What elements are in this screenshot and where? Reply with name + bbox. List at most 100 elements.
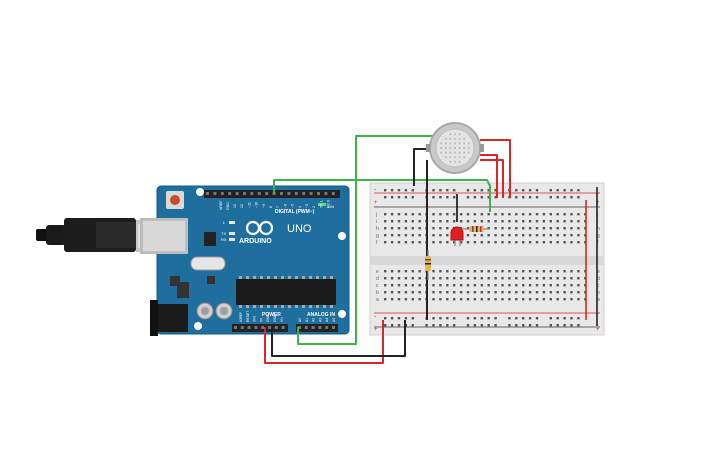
breadboard-hole[interactable] [453,284,456,287]
breadboard-hole[interactable] [549,291,552,294]
breadboard-hole[interactable] [563,291,566,294]
green-wire[interactable] [273,179,491,212]
breadboard-hole[interactable] [418,270,421,273]
breadboard-hole[interactable] [390,291,394,294]
breadboard-hole[interactable] [508,277,511,280]
breadboard-hole[interactable] [473,270,477,273]
breadboard-hole[interactable] [466,189,470,192]
arduino-uno-board[interactable]: ARDUINO UNO DIGITAL (PWM~) POWER ANALOG … [140,185,350,336]
breadboard-hole[interactable] [528,324,532,327]
breadboard-hole[interactable] [487,277,490,280]
header-pin-hole[interactable] [265,192,269,195]
breadboard-hole[interactable] [390,213,394,216]
breadboard-hole[interactable] [563,241,566,244]
breadboard-hole[interactable] [515,234,518,237]
breadboard-hole[interactable] [542,277,546,280]
breadboard-hole[interactable] [418,298,421,301]
breadboard-hole[interactable] [480,189,483,192]
red-wire[interactable] [480,159,504,198]
breadboard-hole[interactable] [384,270,387,273]
header-pin-hole[interactable] [250,192,254,195]
breadboard-hole[interactable] [432,234,435,237]
breadboard-hole[interactable] [480,234,483,237]
breadboard-hole[interactable] [432,227,435,230]
header-pin-hole[interactable] [247,326,251,329]
breadboard-hole[interactable] [577,270,580,273]
breadboard-hole[interactable] [563,196,566,199]
header-pin-hole[interactable] [294,192,298,195]
breadboard-hole[interactable] [432,324,435,327]
breadboard-hole[interactable] [522,227,525,230]
breadboard-hole[interactable] [439,277,442,280]
breadboard-hole[interactable] [487,227,490,230]
breadboard-hole[interactable] [549,270,552,273]
breadboard-hole[interactable] [411,324,414,327]
breadboard-hole[interactable] [473,189,477,192]
breadboard-hole[interactable] [432,270,435,273]
breadboard-hole[interactable] [570,220,573,223]
breadboard-hole[interactable] [535,298,539,301]
breadboard-hole[interactable] [522,196,525,199]
breadboard-hole[interactable] [542,234,546,237]
breadboard-hole[interactable] [473,196,477,199]
breadboard-hole[interactable] [411,220,414,223]
breadboard-hole[interactable] [425,324,428,327]
breadboard-hole[interactable] [418,234,421,237]
header-pin-hole[interactable] [331,192,335,195]
breadboard-hole[interactable] [528,270,532,273]
breadboard-hole[interactable] [515,220,518,223]
breadboard-hole[interactable] [508,241,511,244]
breadboard-hole[interactable] [473,220,477,223]
breadboard-hole[interactable] [522,324,525,327]
breadboard-hole[interactable] [446,284,449,287]
breadboard-hole[interactable] [535,317,539,320]
breadboard-hole[interactable] [439,324,442,327]
breadboard-hole[interactable] [432,317,435,320]
breadboard-hole[interactable] [577,317,580,320]
breadboard-hole[interactable] [556,189,559,192]
breadboard-hole[interactable] [577,291,580,294]
breadboard-hole[interactable] [439,234,442,237]
breadboard-hole[interactable] [570,324,573,327]
breadboard[interactable]: jjiihhggffeeddccbbaa + - + + - + [369,182,605,336]
breadboard-hole[interactable] [390,284,394,287]
breadboard-hole[interactable] [556,324,559,327]
breadboard-hole[interactable] [446,277,449,280]
breadboard-hole[interactable] [522,213,525,216]
breadboard-hole[interactable] [390,241,394,244]
breadboard-hole[interactable] [508,234,511,237]
breadboard-hole[interactable] [515,270,518,273]
header-pin-hole[interactable] [287,192,291,195]
breadboard-hole[interactable] [411,270,414,273]
breadboard-hole[interactable] [397,227,401,230]
breadboard-hole[interactable] [397,189,401,192]
breadboard-hole[interactable] [446,241,449,244]
breadboard-hole[interactable] [577,196,580,199]
breadboard-hole[interactable] [508,291,511,294]
breadboard-hole[interactable] [390,324,394,327]
breadboard-hole[interactable] [535,220,539,223]
header-pin-hole[interactable] [243,192,246,195]
breadboard-hole[interactable] [549,284,552,287]
breadboard-hole[interactable] [535,189,539,192]
breadboard-hole[interactable] [466,291,470,294]
breadboard-hole[interactable] [384,277,387,280]
breadboard-hole[interactable] [515,291,518,294]
breadboard-hole[interactable] [453,220,456,223]
header-pin-hole[interactable] [304,326,308,329]
breadboard-hole[interactable] [570,227,573,230]
breadboard-hole[interactable] [522,284,525,287]
breadboard-hole[interactable] [446,291,449,294]
breadboard-hole[interactable] [384,241,387,244]
breadboard-hole[interactable] [418,227,421,230]
round-sensor-module[interactable] [426,122,484,174]
breadboard-hole[interactable] [384,196,387,199]
breadboard-hole[interactable] [397,196,401,199]
breadboard-hole[interactable] [432,284,435,287]
breadboard-hole[interactable] [542,241,546,244]
breadboard-hole[interactable] [535,284,539,287]
breadboard-hole[interactable] [515,298,518,301]
breadboard-hole[interactable] [494,241,497,244]
breadboard-hole[interactable] [508,220,511,223]
breadboard-hole[interactable] [515,277,518,280]
